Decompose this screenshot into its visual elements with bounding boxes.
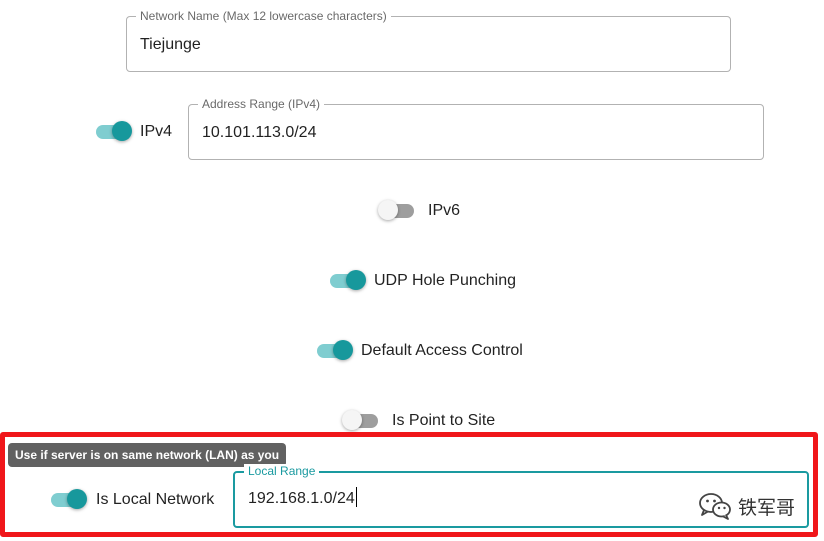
local-network-switch[interactable] (49, 489, 89, 511)
ipv4-range-field[interactable]: Address Range (IPv4) 10.101.113.0/24 (188, 97, 764, 160)
ipv4-switch-thumb (112, 121, 132, 141)
watermark-text: 铁军哥 (738, 496, 796, 519)
local-range-value: 192.168.1.0/24 (248, 490, 355, 507)
ipv6-switch-thumb (378, 200, 398, 220)
local-network-label: Is Local Network (96, 491, 215, 508)
network-name-field[interactable]: Network Name (Max 12 lowercase character… (126, 9, 731, 72)
udp-hole-punching-switch[interactable] (328, 270, 368, 292)
watermark: 铁军哥 (698, 492, 795, 520)
local-range-label: Local Range (244, 464, 320, 478)
default-access-control-switch[interactable] (315, 340, 355, 362)
ipv4-range-input[interactable]: 10.101.113.0/24 (202, 124, 317, 141)
local-network-tooltip: Use if server is on same network (LAN) a… (8, 443, 287, 467)
highlight-box (0, 432, 818, 537)
local-range-input[interactable]: 192.168.1.0/24 (248, 487, 357, 508)
text-caret (355, 487, 357, 508)
ipv4-range-label: Address Range (IPv4) (198, 97, 325, 111)
point-to-site-label: Is Point to Site (392, 412, 496, 429)
local-range-field[interactable]: Local Range 192.168.1.0/24 (233, 464, 809, 528)
default-access-control-label: Default Access Control (361, 342, 523, 359)
point-to-site-switch-thumb (342, 410, 362, 430)
ipv6-switch[interactable] (378, 200, 418, 222)
network-name-input[interactable]: Tiejunge (140, 36, 201, 53)
wechat-icon (699, 493, 731, 520)
local-network-switch-thumb (67, 489, 87, 509)
default-access-control-switch-thumb (333, 340, 353, 360)
ipv6-label: IPv6 (428, 202, 461, 219)
ipv4-label: IPv4 (140, 123, 173, 140)
udp-hole-punching-label: UDP Hole Punching (374, 272, 517, 289)
network-name-label: Network Name (Max 12 lowercase character… (136, 9, 391, 23)
point-to-site-switch[interactable] (342, 410, 382, 432)
udp-hole-punching-switch-thumb (346, 270, 366, 290)
ipv4-switch[interactable] (94, 121, 134, 143)
